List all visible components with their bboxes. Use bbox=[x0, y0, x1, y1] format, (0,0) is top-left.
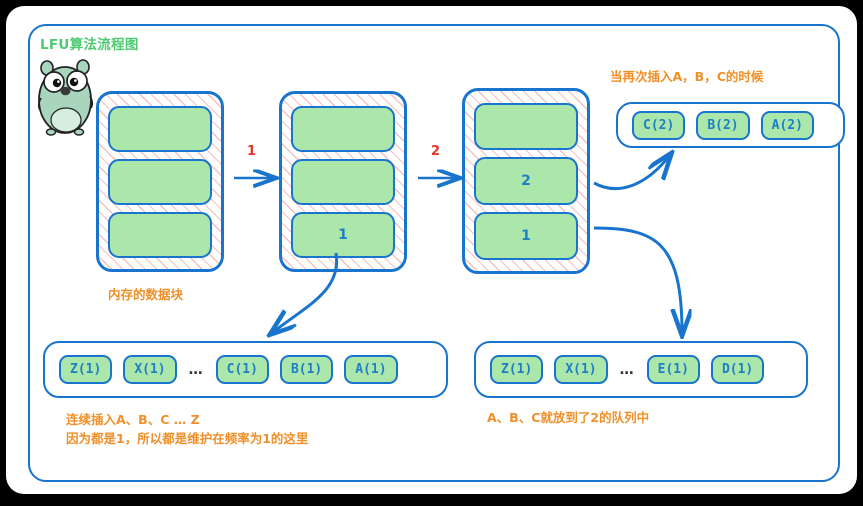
memory-cell[interactable] bbox=[474, 102, 578, 151]
caption-right-queue-note: A、B、C就放到了2的队列中 bbox=[487, 410, 650, 425]
go-gopher-icon bbox=[32, 58, 102, 136]
diagram-inner-frame bbox=[28, 24, 840, 482]
memory-cell[interactable]: 1 bbox=[474, 211, 578, 260]
page-title: LFU算法流程图 bbox=[40, 37, 139, 53]
queue-ellipsis: … bbox=[188, 361, 204, 378]
queue-freq-1-right[interactable]: Z(1) X(1) … E(1) D(1) bbox=[474, 341, 808, 398]
memory-stack-3[interactable]: 2 1 bbox=[462, 88, 590, 274]
queue-node[interactable]: C(1) bbox=[215, 355, 269, 384]
memory-stack-1[interactable] bbox=[96, 91, 224, 272]
diagram-card: LFU算法流程图 bbox=[6, 6, 857, 494]
queue-node[interactable]: Z(1) bbox=[490, 355, 544, 384]
memory-cell[interactable] bbox=[291, 105, 395, 152]
queue-node[interactable]: A(2) bbox=[760, 110, 814, 140]
queue-node[interactable]: B(2) bbox=[696, 110, 750, 140]
queue-ellipsis: … bbox=[619, 361, 635, 378]
caption-memory-block: 内存的数据块 bbox=[108, 287, 184, 302]
queue-node[interactable]: Z(1) bbox=[59, 355, 113, 384]
memory-cell[interactable] bbox=[108, 105, 212, 152]
flow-arrow-label-1: 1 bbox=[247, 144, 257, 159]
memory-cell[interactable] bbox=[108, 211, 212, 258]
queue-node[interactable]: E(1) bbox=[646, 355, 700, 384]
queue-node[interactable]: X(1) bbox=[123, 355, 177, 384]
queue-node[interactable]: X(1) bbox=[554, 355, 608, 384]
queue-node[interactable]: D(1) bbox=[710, 355, 765, 384]
queue-node[interactable]: B(1) bbox=[279, 355, 334, 384]
flow-arrow-label-2: 2 bbox=[431, 144, 441, 159]
memory-stack-2[interactable]: 1 bbox=[279, 91, 407, 272]
memory-cell[interactable]: 1 bbox=[291, 211, 395, 258]
queue-freq-1-left[interactable]: Z(1) X(1) … C(1) B(1) A(1) bbox=[43, 341, 448, 398]
queue-node[interactable]: A(1) bbox=[344, 355, 398, 384]
memory-cell[interactable]: 2 bbox=[474, 157, 578, 205]
memory-cell[interactable] bbox=[108, 158, 212, 205]
caption-reinsert-note: 当再次插入A，B，C的时候 bbox=[610, 69, 764, 84]
queue-freq-2[interactable]: C(2) B(2) A(2) bbox=[616, 102, 845, 148]
caption-left-queue-note: 连续插入A、B、C … Z 因为都是1，所以都是维护在频率为1的这里 bbox=[66, 412, 309, 446]
queue-node[interactable]: C(2) bbox=[632, 110, 686, 140]
memory-cell[interactable] bbox=[291, 158, 395, 205]
